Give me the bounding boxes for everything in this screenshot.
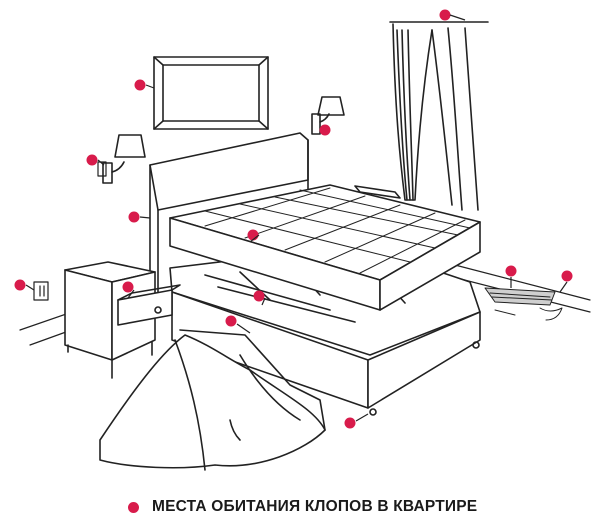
sofa-icon	[99, 329, 326, 471]
hotspot-wall-lamp-left	[86, 154, 98, 166]
hotspot-mattress-seam	[247, 229, 259, 241]
wall-socket-icon	[33, 161, 107, 301]
hotspot-nightstand-drawer	[122, 281, 134, 293]
wall-lamp-icon	[102, 96, 345, 184]
hotspot-headboard	[128, 211, 140, 223]
hotspot-curtain-rod	[439, 9, 451, 21]
hotspot-lamp-right	[319, 124, 331, 136]
hotspot-baseboard	[561, 270, 573, 282]
legend-marker-icon	[128, 501, 139, 513]
hotspot-carpet-edge	[505, 265, 517, 277]
hotspot-bed-slats	[253, 290, 265, 302]
marker-pointers	[25, 14, 568, 422]
hotspot-markers	[14, 9, 573, 429]
mattress-icon	[169, 184, 481, 311]
hotspot-sofa-cushion	[225, 315, 237, 327]
nightstand-icon	[64, 261, 181, 379]
legend-label: МЕСТА ОБИТАНИЯ КЛОПОВ В КВАРТИРЕ	[152, 498, 478, 515]
legend: МЕСТА ОБИТАНИЯ КЛОПОВ В КВАРТИРЕ	[128, 495, 477, 519]
hotspot-bed-frame-leg	[344, 417, 356, 429]
carpet-icon	[484, 287, 563, 321]
curtain-icon	[389, 21, 489, 211]
picture-frame-icon	[153, 56, 269, 130]
hotspot-picture-frame	[134, 79, 146, 91]
hotspot-wall-socket-left	[14, 279, 26, 291]
